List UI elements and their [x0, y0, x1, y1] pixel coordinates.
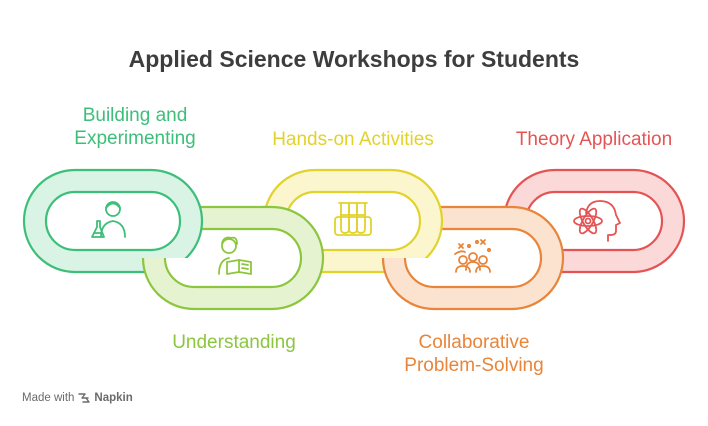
label-line: Collaborative: [418, 332, 530, 353]
scientist-flask-icon: [91, 201, 126, 238]
label-line: Experimenting: [74, 128, 196, 149]
page-title: Applied Science Workshops for Students: [128, 46, 580, 72]
chain-overlap-5: [502, 205, 565, 295]
label-line: Hands-on Activities: [272, 129, 434, 150]
label-collaborative-problem-solving: Collaborative Problem-Solving: [384, 331, 564, 377]
label-theory-application: Theory Application: [494, 128, 694, 151]
test-tubes-icon: [334, 202, 372, 236]
team-sparks-icon: [454, 239, 492, 273]
footer: Made with Napkin: [22, 392, 133, 404]
label-line: Understanding: [172, 332, 296, 353]
atom-head-icon: [573, 200, 621, 242]
label-understanding: Understanding: [144, 331, 324, 354]
chain-icons: [91, 200, 621, 275]
chain-links: [22, 168, 686, 311]
footer-prefix: Made with: [22, 392, 75, 404]
label-building-experimenting: Building and Experimenting: [45, 104, 225, 150]
chain-overlap-3: [262, 205, 325, 295]
reading-book-icon: [218, 236, 252, 275]
label-line: Problem-Solving: [404, 355, 544, 376]
label-line: Theory Application: [515, 129, 673, 150]
chain-overlap-4: [381, 203, 444, 258]
label-line: Building and: [82, 105, 188, 126]
napkin-logo-icon: [78, 393, 91, 403]
footer-brand: Napkin: [94, 392, 133, 404]
label-hands-on-activities: Hands-on Activities: [248, 128, 458, 151]
chain-overlap-2: [141, 203, 204, 258]
